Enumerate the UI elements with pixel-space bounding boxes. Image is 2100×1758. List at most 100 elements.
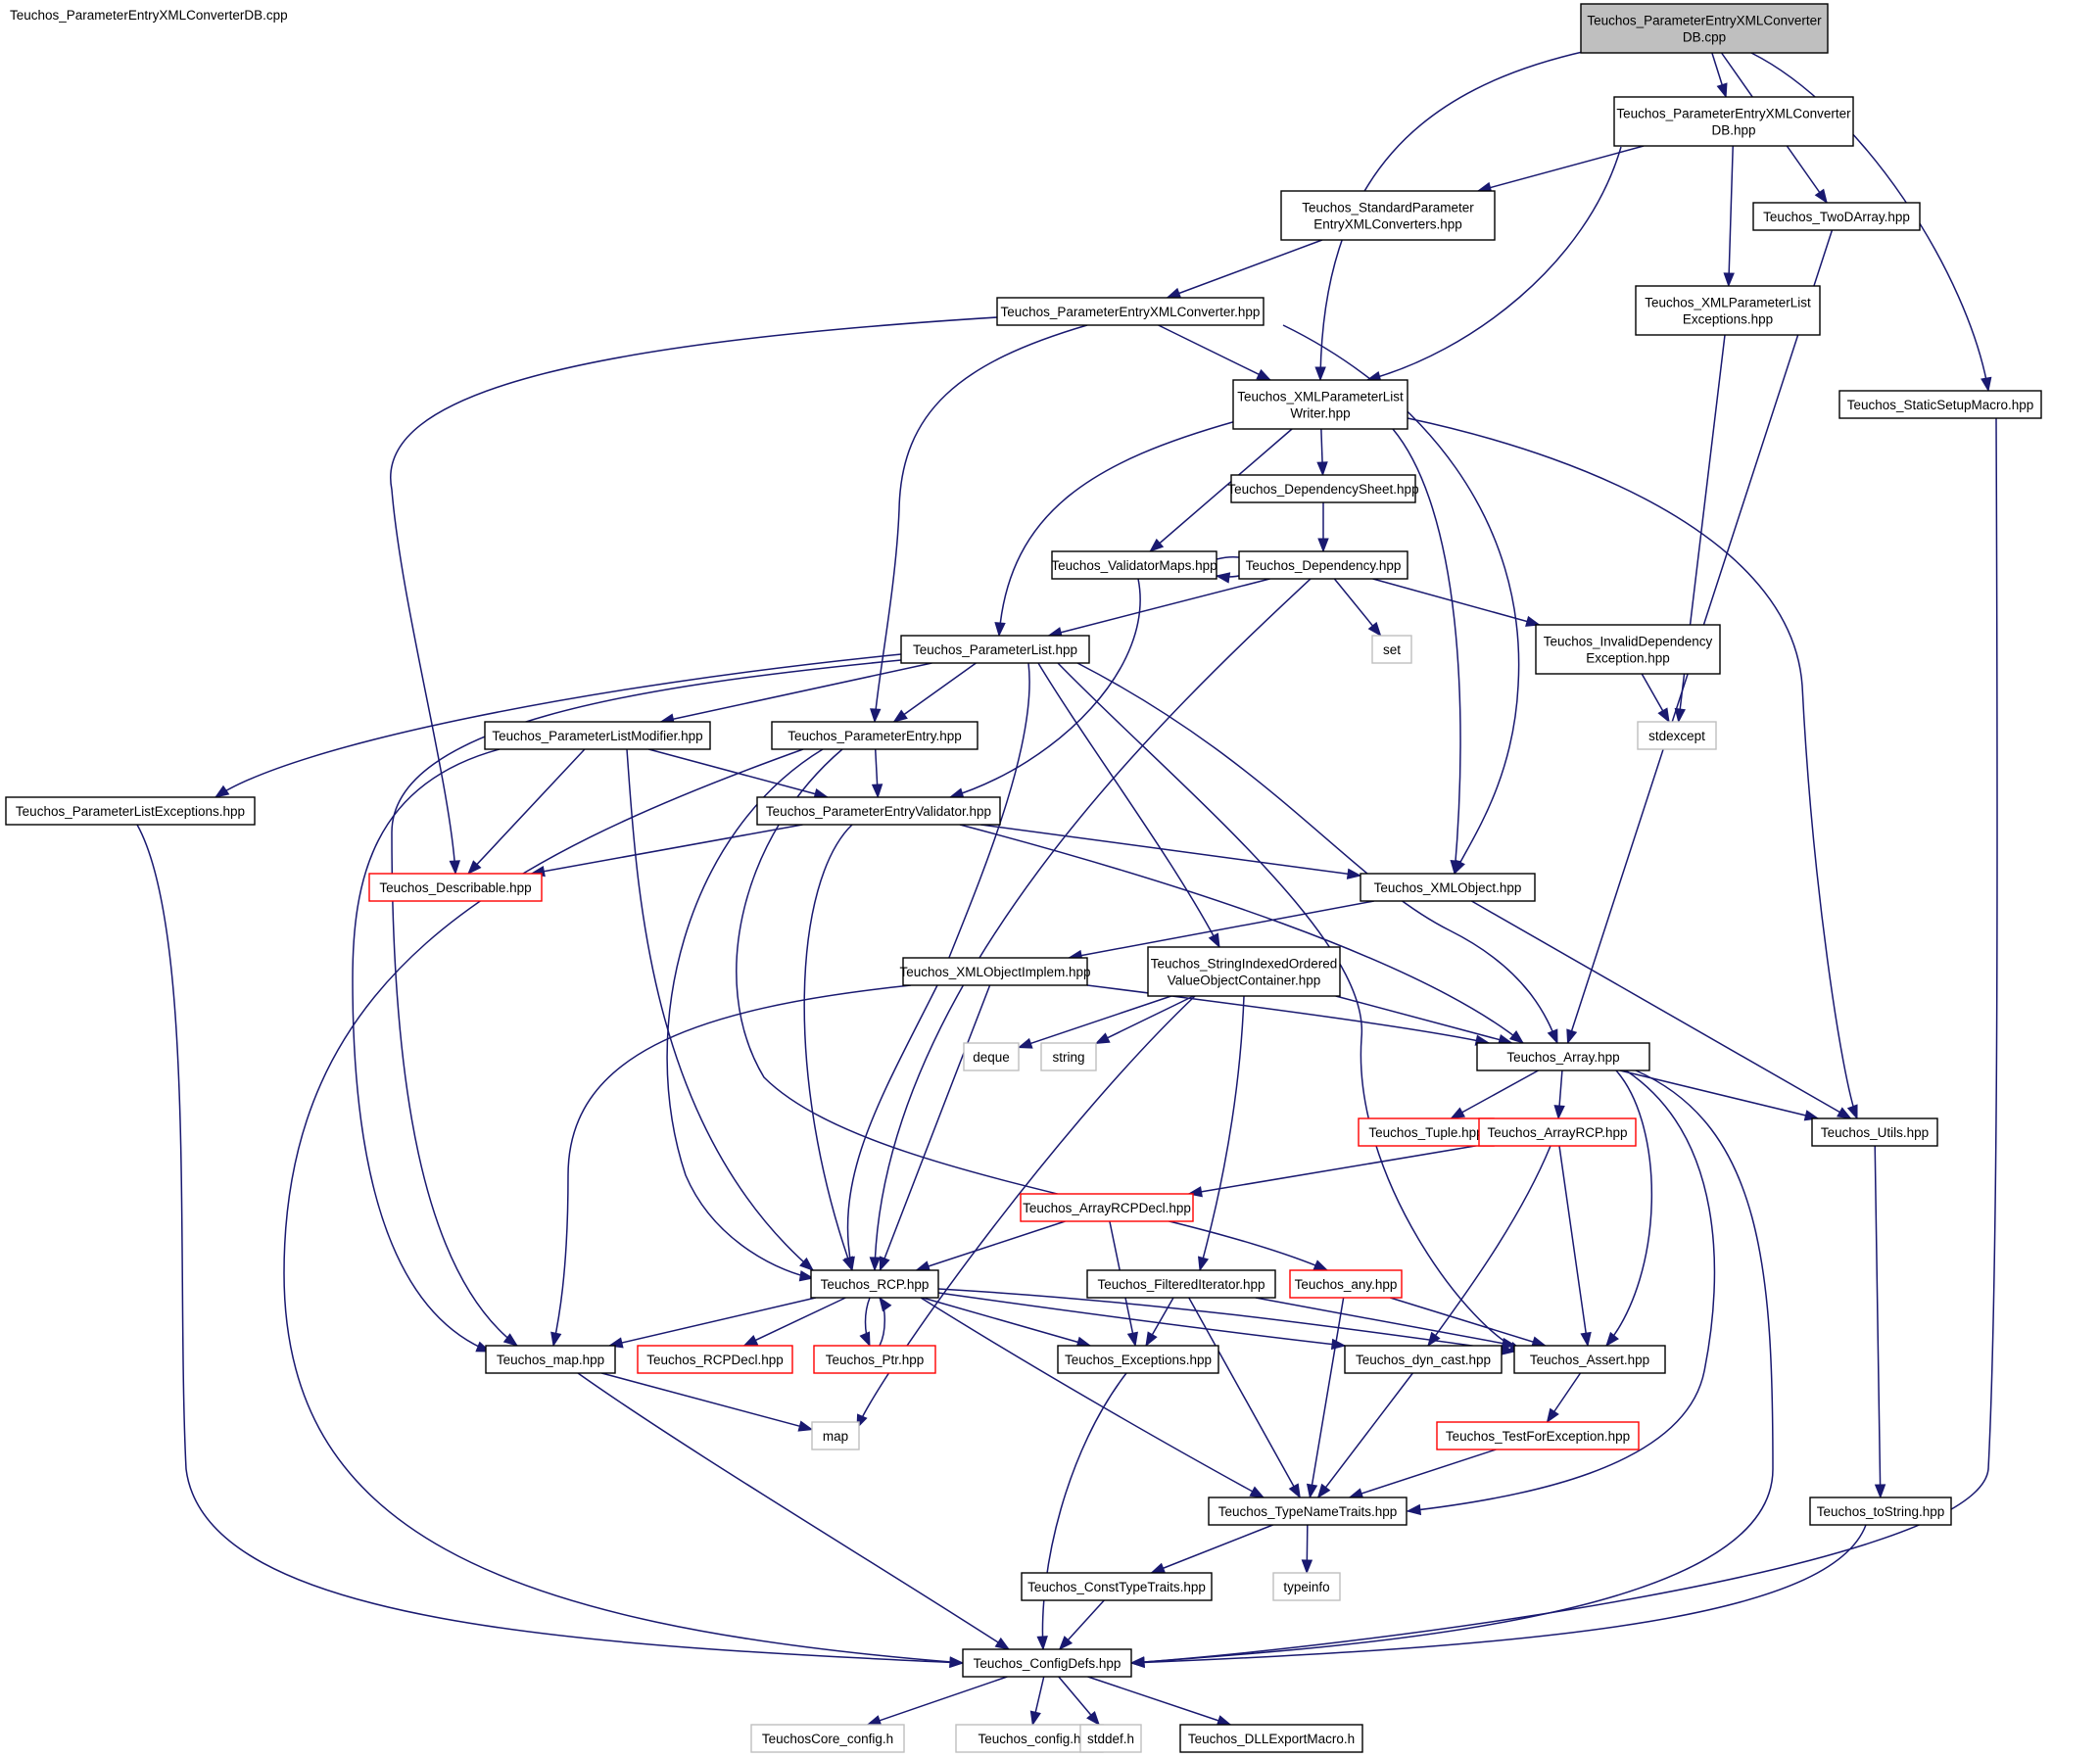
node-teuchos-dllexportmacro[interactable]: Teuchos_DLLExportMacro.h: [1179, 1724, 1363, 1753]
node-teuchos-describable[interactable]: Teuchos_Describable.hpp: [368, 873, 543, 902]
node-label: map: [823, 1429, 848, 1444]
node-box: [1051, 550, 1217, 580]
dependency-edge: [1197, 995, 1245, 1272]
dependency-edge: [1145, 1297, 1174, 1348]
node-teuchos-consttypetraits[interactable]: Teuchos_ConstTypeTraits.hpp: [1021, 1572, 1213, 1601]
node-teuchos-exceptions[interactable]: Teuchos_Exceptions.hpp: [1057, 1345, 1219, 1374]
node-box: [1040, 1042, 1097, 1071]
dependency-edge: [1333, 578, 1382, 638]
node-box: [1476, 1042, 1650, 1071]
node-teuchos-any[interactable]: Teuchos_any.hpp: [1289, 1269, 1403, 1299]
node-teuchos-parameterentryxmlconverterdb[interactable]: Teuchos_ParameterEntryXMLConverterDB.hpp: [1613, 96, 1854, 147]
node-label: Teuchos_Assert.hpp: [1530, 1353, 1649, 1367]
node-stddef[interactable]: stddef.h: [1079, 1724, 1142, 1753]
node-box: [1147, 946, 1341, 997]
node-label: Teuchos_XMLParameterList: [1645, 296, 1811, 310]
node-teuchos-array[interactable]: Teuchos_Array.hpp: [1476, 1042, 1650, 1071]
dependency-edge: [1129, 1524, 1867, 1669]
node-teuchos-stringindexedorderedvalueobjectcontainer[interactable]: Teuchos_StringIndexedOrderedValueObjectC…: [1147, 946, 1341, 997]
node-label: Teuchos_ConstTypeTraits.hpp: [1027, 1580, 1206, 1594]
node-teuchos-validatormaps[interactable]: Teuchos_ValidatorMaps.hpp: [1051, 550, 1217, 580]
dependency-edge: [1094, 995, 1194, 1045]
dependency-edge: [1036, 1372, 1127, 1651]
node-teuchos-rcp[interactable]: Teuchos_RCP.hpp: [810, 1269, 939, 1299]
node-teuchos-twodarray[interactable]: Teuchos_TwoDArray.hpp: [1752, 202, 1921, 231]
dependency-edge: [856, 995, 1196, 1430]
node-label: Teuchos_DLLExportMacro.h: [1188, 1732, 1355, 1746]
node-teuchos-typenametraits[interactable]: Teuchos_TypeNameTraits.hpp: [1208, 1497, 1408, 1526]
node-teuchos-arrayrcp[interactable]: Teuchos_ArrayRCP.hpp: [1478, 1117, 1637, 1147]
node-teuchos-dependencysheet[interactable]: Teuchos_DependencySheet.hpp: [1227, 474, 1419, 503]
node-label: Teuchos_RCP.hpp: [821, 1277, 930, 1292]
node-teuchos-filterediterator[interactable]: Teuchos_FilteredIterator.hpp: [1086, 1269, 1276, 1299]
node-box: [1635, 285, 1821, 336]
node-teuchos-parameterentry[interactable]: Teuchos_ParameterEntry.hpp: [771, 721, 978, 750]
node-label: Teuchos_map.hpp: [497, 1353, 604, 1367]
node-label: Teuchos_ParameterEntry.hpp: [788, 729, 962, 743]
dependency-edge: [1047, 578, 1270, 639]
edge-layer: [136, 50, 1998, 1727]
node-deque[interactable]: deque: [963, 1042, 1020, 1071]
node-label: Teuchos_ConfigDefs.hpp: [974, 1656, 1122, 1671]
node-teuchos-testforexception[interactable]: Teuchos_TestForException.hpp: [1436, 1421, 1640, 1450]
node-typeinfo[interactable]: typeinfo: [1272, 1572, 1341, 1601]
node-label: Teuchos_TestForException.hpp: [1446, 1429, 1630, 1444]
node-teuchos-dependency[interactable]: Teuchos_Dependency.hpp: [1238, 550, 1408, 580]
node-box: [1478, 1117, 1637, 1147]
node-set[interactable]: set: [1371, 635, 1412, 664]
node-box: [1057, 1345, 1219, 1374]
dependency-edge: [1553, 1069, 1565, 1120]
node-teuchos-parameterentryvalidator[interactable]: Teuchos_ParameterEntryValidator.hpp: [756, 796, 1001, 826]
node-teuchos-parameterlistmodifier[interactable]: Teuchos_ParameterListModifier.hpp: [484, 721, 711, 750]
node-label: deque: [973, 1050, 1010, 1065]
node-teuchos-tuple[interactable]: Teuchos_Tuple.hpp: [1358, 1117, 1495, 1147]
dependency-edge: [601, 1372, 814, 1432]
node-teuchos-configdefs[interactable]: Teuchos_ConfigDefs.hpp: [962, 1648, 1132, 1678]
dependency-edge: [550, 984, 912, 1348]
dependency-edge: [626, 748, 815, 1271]
node-teuchos-parameterlist[interactable]: Teuchos_ParameterList.hpp: [900, 635, 1090, 664]
node-box: [750, 1724, 905, 1753]
dependency-edge: [1255, 1297, 1517, 1350]
node-teuchos-xmlobject[interactable]: Teuchos_XMLObject.hpp: [1360, 873, 1536, 902]
node-teuchos-parameterentryxmlconverter[interactable]: Teuchos_ParameterEntryXMLConverter.hpp: [996, 297, 1265, 326]
node-box: [900, 635, 1090, 664]
dependency-edge: [666, 748, 824, 1282]
node-teuchos-tostring[interactable]: Teuchos_toString.hpp: [1809, 1497, 1952, 1526]
node-teuchos-staticsetupmacro[interactable]: Teuchos_StaticSetupMacro.hpp: [1838, 390, 2042, 419]
node-teuchos-assert[interactable]: Teuchos_Assert.hpp: [1513, 1345, 1666, 1374]
node-teuchos-utils[interactable]: Teuchos_Utils.hpp: [1811, 1117, 1938, 1147]
node-teuchos-rcpdecl[interactable]: Teuchos_RCPDecl.hpp: [637, 1345, 793, 1374]
node-teuchos-standardparameterentryxmlconverters[interactable]: Teuchos_StandardParameterEntryXMLConvert…: [1280, 190, 1496, 241]
node-teuchos-parameterentryxmlconverterdb[interactable]: Teuchos_ParameterEntryXMLConverterDB.cpp: [1580, 3, 1829, 54]
node-label: stddef.h: [1087, 1732, 1134, 1746]
node-label: Teuchos_Ptr.hpp: [826, 1353, 925, 1367]
dependency-edge: [1149, 428, 1293, 552]
node-teuchos-map[interactable]: Teuchos_map.hpp: [485, 1345, 616, 1374]
node-map[interactable]: map: [811, 1421, 860, 1450]
node-box: [1535, 624, 1721, 675]
node-teuchos-ptr[interactable]: Teuchos_Ptr.hpp: [813, 1345, 936, 1374]
node-teuchos-parameterlistexceptions[interactable]: Teuchos_ParameterListExceptions.hpp: [5, 796, 256, 826]
dependency-edge: [1188, 1297, 1301, 1499]
dependency-edge: [803, 824, 853, 1272]
node-teuchos-config[interactable]: Teuchos_config.h: [955, 1724, 1104, 1753]
node-box: [1238, 550, 1408, 580]
node-label: Teuchos_ParameterEntryXMLConverter: [1587, 14, 1822, 28]
node-teuchoscore-config[interactable]: TeuchosCore_config.h: [750, 1724, 905, 1753]
node-teuchos-xmlobjectimplem[interactable]: Teuchos_XMLObjectImplem.hpp: [899, 957, 1091, 986]
node-teuchos-dyn-cast[interactable]: Teuchos_dyn_cast.hpp: [1344, 1345, 1503, 1374]
dependency-edge: [1166, 239, 1323, 299]
node-stdexcept[interactable]: stdexcept: [1637, 721, 1717, 750]
node-box: [1230, 474, 1416, 503]
node-layer: Teuchos_ParameterEntryXMLConverterDB.cpp…: [5, 3, 2042, 1753]
node-teuchos-arrayrcpdecl[interactable]: Teuchos_ArrayRCPDecl.hpp: [1020, 1193, 1194, 1222]
node-string[interactable]: string: [1040, 1042, 1097, 1071]
dependency-edge: [467, 748, 586, 876]
node-box: [1280, 190, 1496, 241]
dependency-edge: [1372, 578, 1541, 627]
